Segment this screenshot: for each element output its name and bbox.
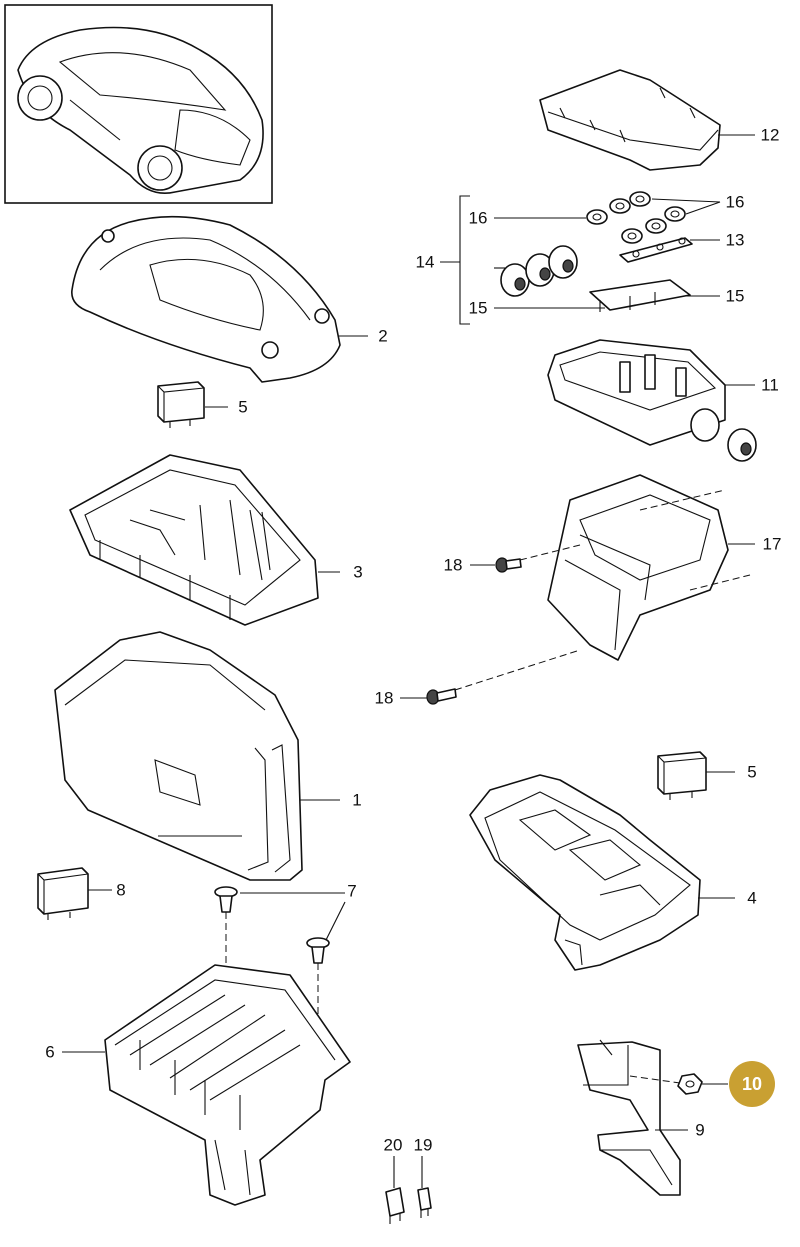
callout-16-right: 16 — [725, 192, 745, 212]
part-17-bracket — [547, 474, 729, 661]
part-18-screws — [426, 557, 522, 705]
callout-18-lower: 18 — [374, 688, 394, 708]
part-16-nuts — [586, 191, 686, 244]
callout-9: 9 — [695, 1120, 705, 1140]
callout-6: 6 — [45, 1042, 55, 1062]
callout-13: 13 — [725, 230, 745, 250]
callout-18-upper: 18 — [443, 555, 463, 575]
part-5-relay-left — [157, 381, 205, 428]
callout-1: 1 — [352, 790, 362, 810]
part-6-fuse-box — [104, 964, 351, 1206]
part-15-grommets — [500, 245, 578, 297]
part-15-clamps — [589, 279, 691, 312]
part-13-bar — [619, 237, 693, 263]
callout-2: 2 — [378, 326, 388, 346]
callout-10-highlighted[interactable]: 10 — [729, 1061, 775, 1107]
callout-16-left: 16 — [468, 208, 488, 228]
part-4-carrier — [469, 774, 701, 971]
callout-5-right: 5 — [747, 762, 757, 782]
callout-19: 19 — [413, 1135, 433, 1155]
callout-4: 4 — [747, 888, 757, 908]
callout-8: 8 — [116, 880, 126, 900]
part-1-housing — [54, 631, 303, 881]
part-10-nut — [677, 1073, 703, 1095]
callout-14: 14 — [415, 252, 435, 272]
callout-5-left: 5 — [238, 397, 248, 417]
callout-20: 20 — [383, 1135, 403, 1155]
callout-12: 12 — [760, 125, 780, 145]
callout-11: 11 — [761, 375, 779, 395]
part-2-cover — [71, 215, 341, 383]
part-9-bracket — [577, 1039, 681, 1196]
part-12-cover — [539, 69, 721, 171]
part-5-relay-right — [657, 751, 707, 800]
part-8-relay — [37, 867, 89, 920]
part-3-carrier — [69, 454, 319, 626]
part-19-20-fuses — [385, 1187, 432, 1224]
callout-3: 3 — [353, 562, 363, 582]
callout-7: 7 — [347, 881, 357, 901]
callout-15-left: 15 — [468, 298, 488, 318]
callout-17: 17 — [762, 534, 782, 554]
vehicle-inset — [4, 4, 273, 204]
callout-15-right: 15 — [725, 286, 745, 306]
part-11-junction-box — [547, 339, 757, 462]
part-7-screws — [214, 886, 330, 964]
